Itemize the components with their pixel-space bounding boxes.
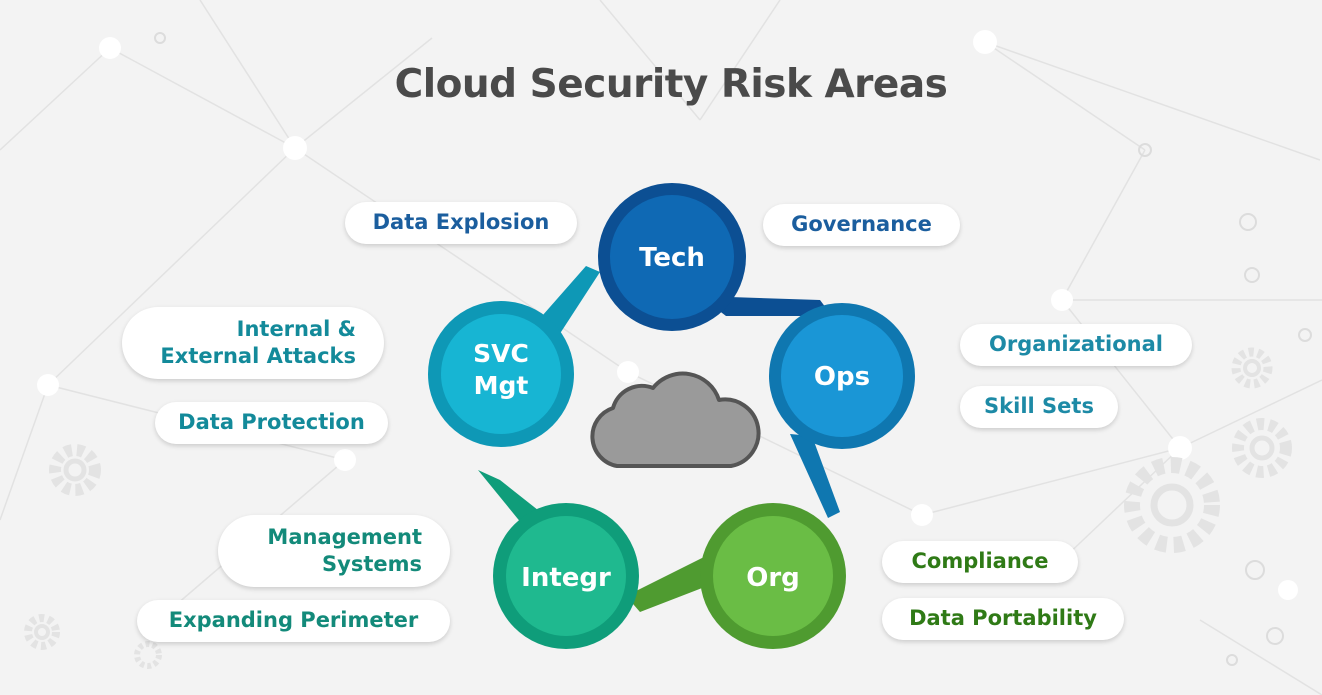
cloud-icon	[590, 371, 761, 468]
label-text-line2: External Attacks	[160, 344, 356, 368]
ops-tail	[790, 434, 840, 518]
node-svc-label-line2: Mgt	[474, 371, 529, 400]
label-text-line1: Internal &	[236, 316, 356, 341]
label-skill-sets: Skill Sets	[960, 386, 1118, 428]
label-management-systems: Management Systems	[218, 515, 450, 587]
node-integr-label: Integr	[521, 563, 611, 593]
node-tech-label: Tech	[639, 243, 705, 273]
node-org: Org	[700, 503, 846, 649]
node-tech: Tech	[598, 183, 746, 331]
label-governance: Governance	[763, 204, 960, 246]
node-integr: Integr	[493, 503, 639, 649]
label-text: Data Protection	[178, 410, 365, 435]
label-text: Data Portability	[909, 606, 1097, 631]
label-data-explosion: Data Explosion	[345, 202, 577, 244]
node-svc-label-line1: SVC	[473, 339, 529, 368]
label-internal-external-attacks: Internal & External Attacks	[122, 307, 384, 379]
label-organizational: Organizational	[960, 324, 1192, 366]
label-compliance: Compliance	[882, 541, 1078, 583]
integr-tail	[478, 470, 548, 524]
node-ops: Ops	[769, 303, 915, 449]
page-title: Cloud Security Risk Areas	[394, 62, 948, 107]
label-expanding-perimeter: Expanding Perimeter	[137, 600, 450, 642]
label-text: Compliance	[911, 549, 1049, 574]
label-text-line1: Management	[267, 524, 422, 549]
node-svc-mgt: SVC Mgt	[428, 301, 574, 447]
label-text: Expanding Perimeter	[168, 608, 419, 633]
label-data-portability: Data Portability	[882, 598, 1124, 640]
label-data-protection: Data Protection	[155, 402, 388, 444]
label-text: Organizational	[989, 332, 1163, 357]
label-text-line2: Systems	[322, 552, 422, 576]
node-org-label: Org	[746, 563, 800, 593]
label-text: Governance	[791, 212, 932, 237]
node-ops-label: Ops	[814, 362, 870, 392]
tech-tail	[700, 296, 832, 316]
label-text: Skill Sets	[984, 394, 1094, 419]
label-text: Data Explosion	[372, 210, 550, 235]
